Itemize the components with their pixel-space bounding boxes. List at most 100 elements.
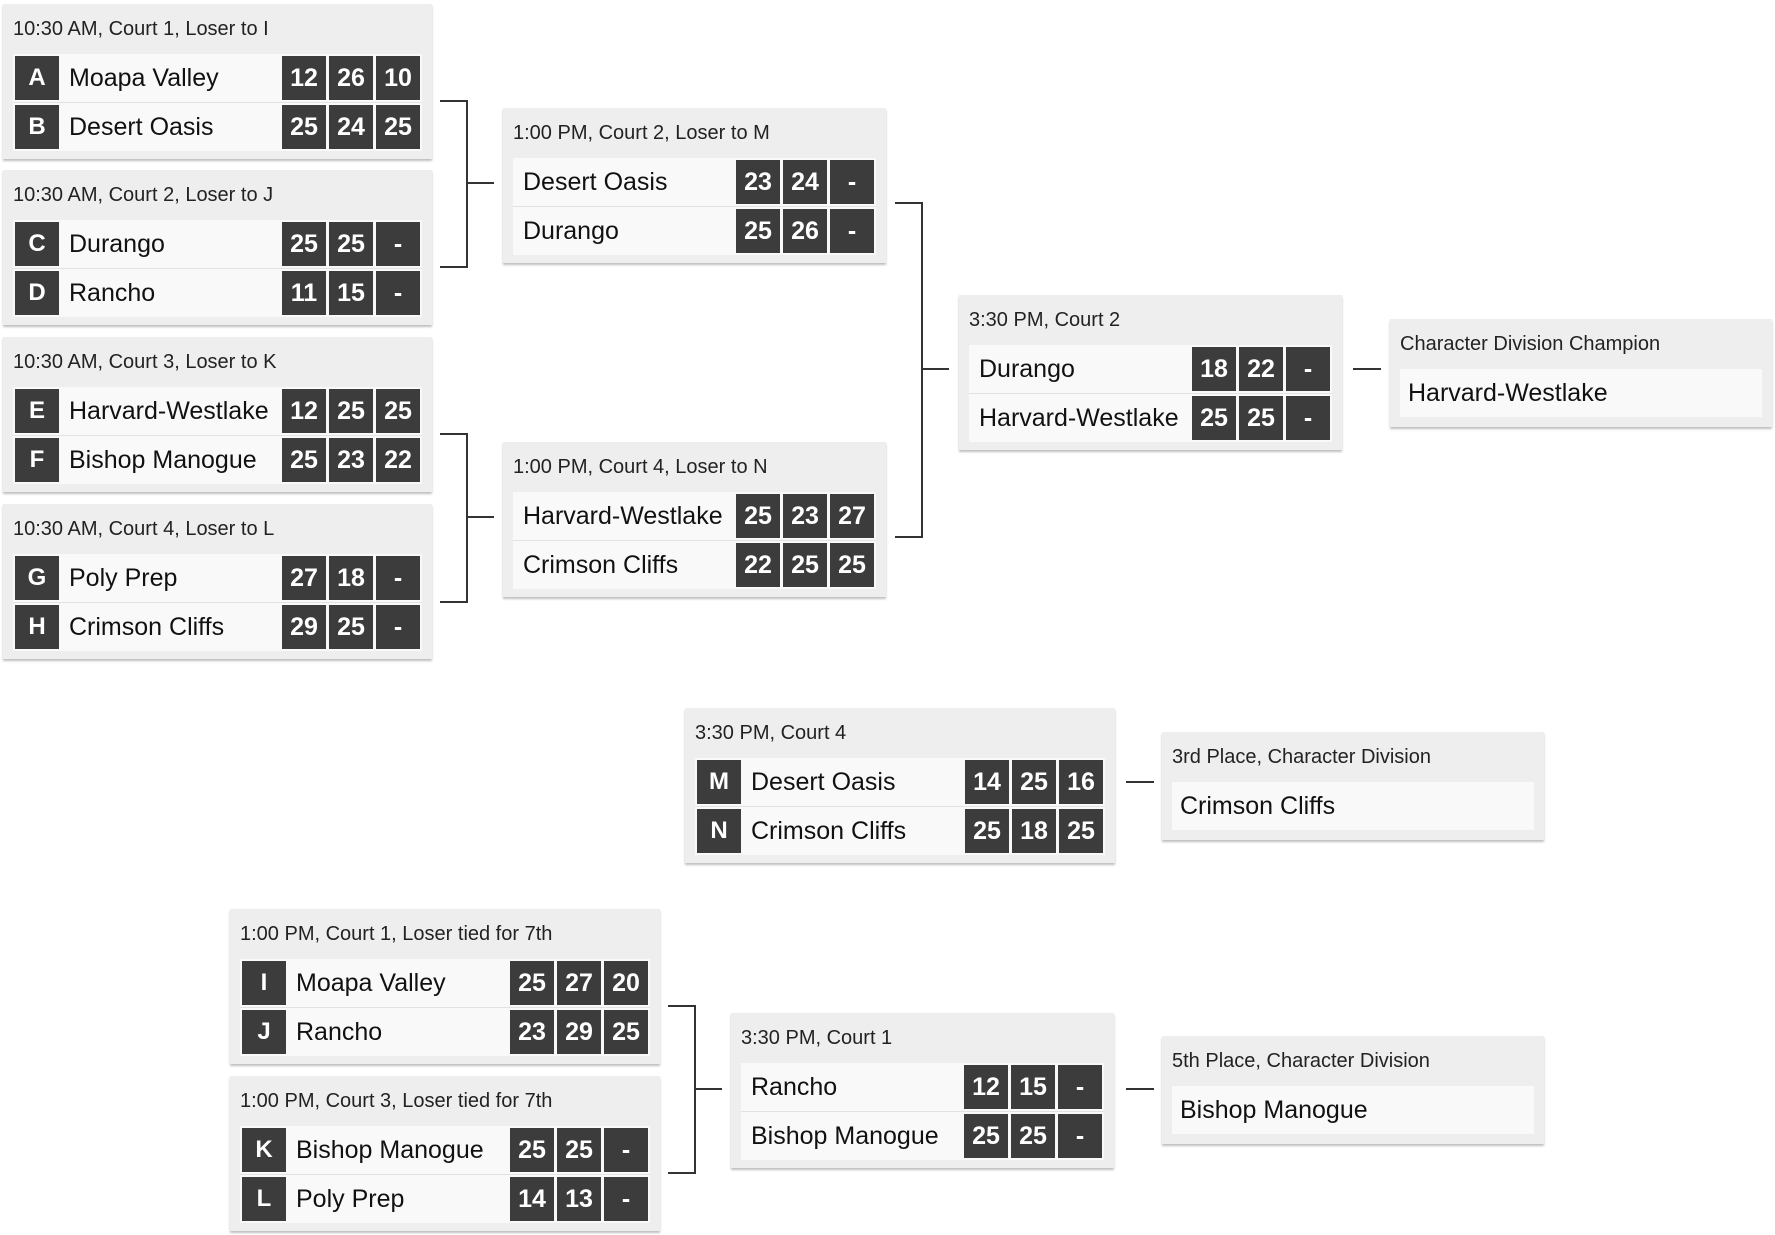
seed-label: F	[15, 438, 59, 482]
set-score: 25	[736, 209, 780, 253]
team-name: Harvard-Westlake	[523, 501, 723, 530]
set-score: 18	[1012, 809, 1056, 853]
champion-team[interactable]: Harvard-Westlake	[1400, 369, 1762, 417]
bracket-connector	[668, 1005, 696, 1007]
set-score: 11	[282, 271, 326, 315]
set-score: 26	[783, 209, 827, 253]
seed-label: I	[242, 961, 286, 1005]
fifth-place-box: 5th Place, Character Division Bishop Man…	[1162, 1036, 1544, 1144]
seed-label: D	[15, 271, 59, 315]
set-score: 13	[557, 1177, 601, 1221]
seed-label: B	[15, 105, 59, 149]
seed-label: L	[242, 1177, 286, 1221]
match-header: 10:30 AM, Court 3, Loser to K	[13, 351, 277, 373]
team-name: Poly Prep	[69, 563, 178, 592]
set-score: 25	[783, 543, 827, 587]
set-score: 16	[1059, 760, 1103, 804]
set-score: -	[1058, 1065, 1102, 1109]
set-score: -	[1286, 396, 1330, 440]
set-score: 20	[604, 961, 648, 1005]
team-name: Bishop Manogue	[751, 1121, 939, 1150]
seed-label: M	[697, 760, 741, 804]
set-score: -	[830, 209, 874, 253]
set-score: 23	[736, 160, 780, 204]
set-score: 25	[510, 1128, 554, 1172]
team-name: Poly Prep	[296, 1184, 405, 1213]
set-score: -	[376, 556, 420, 600]
set-score: 15	[1011, 1065, 1055, 1109]
set-score: 23	[783, 494, 827, 538]
champion-box: Character Division Champion Harvard-West…	[1390, 319, 1772, 427]
seed-label: H	[15, 605, 59, 649]
fifth-place-team[interactable]: Bishop Manogue	[1172, 1086, 1534, 1134]
result-header: 3rd Place, Character Division	[1172, 746, 1431, 768]
bracket-connector	[466, 433, 468, 603]
bracket-connector	[694, 1088, 722, 1090]
third-place-team[interactable]: Crimson Cliffs	[1172, 782, 1534, 830]
set-score: 18	[329, 556, 373, 600]
third-place-box: 3rd Place, Character Division Crimson Cl…	[1162, 732, 1544, 840]
set-score: 25	[329, 222, 373, 266]
team-name: Moapa Valley	[296, 968, 446, 997]
set-score: 18	[1192, 347, 1236, 391]
match-header: 1:00 PM, Court 4, Loser to N	[513, 456, 768, 478]
set-score: 25	[964, 1114, 1008, 1158]
seed-label: K	[242, 1128, 286, 1172]
team-name: Harvard-Westlake	[979, 403, 1179, 432]
team-name: Moapa Valley	[69, 63, 219, 92]
bracket-connector	[895, 536, 923, 538]
set-score: 25	[282, 222, 326, 266]
set-score: 14	[510, 1177, 554, 1221]
set-score: 27	[557, 961, 601, 1005]
team-name: Crimson Cliffs	[751, 816, 907, 845]
seed-label: N	[697, 809, 741, 853]
set-score: 25	[510, 961, 554, 1005]
set-score: 26	[329, 56, 373, 100]
team-name: Rancho	[751, 1072, 838, 1101]
set-score: 25	[965, 809, 1009, 853]
bracket-connector	[895, 202, 923, 204]
set-score: 22	[1239, 347, 1283, 391]
set-score: -	[376, 271, 420, 315]
set-score: -	[376, 605, 420, 649]
team-name: Harvard-Westlake	[69, 396, 269, 425]
set-score: 15	[329, 271, 373, 315]
match-header: 1:00 PM, Court 1, Loser tied for 7th	[240, 923, 553, 945]
set-score: 14	[965, 760, 1009, 804]
set-score: 25	[1012, 760, 1056, 804]
set-score: -	[376, 222, 420, 266]
match-header: 10:30 AM, Court 2, Loser to J	[13, 184, 274, 206]
team-name: Durango	[69, 229, 165, 258]
match-header: 1:00 PM, Court 2, Loser to M	[513, 122, 770, 144]
set-score: 29	[557, 1010, 601, 1054]
team-name: Crimson Cliffs	[523, 550, 679, 579]
seed-label: G	[15, 556, 59, 600]
set-score: 25	[329, 605, 373, 649]
set-score: 12	[282, 56, 326, 100]
match-header: 3:30 PM, Court 4	[695, 722, 847, 744]
bracket-connector	[440, 433, 468, 435]
